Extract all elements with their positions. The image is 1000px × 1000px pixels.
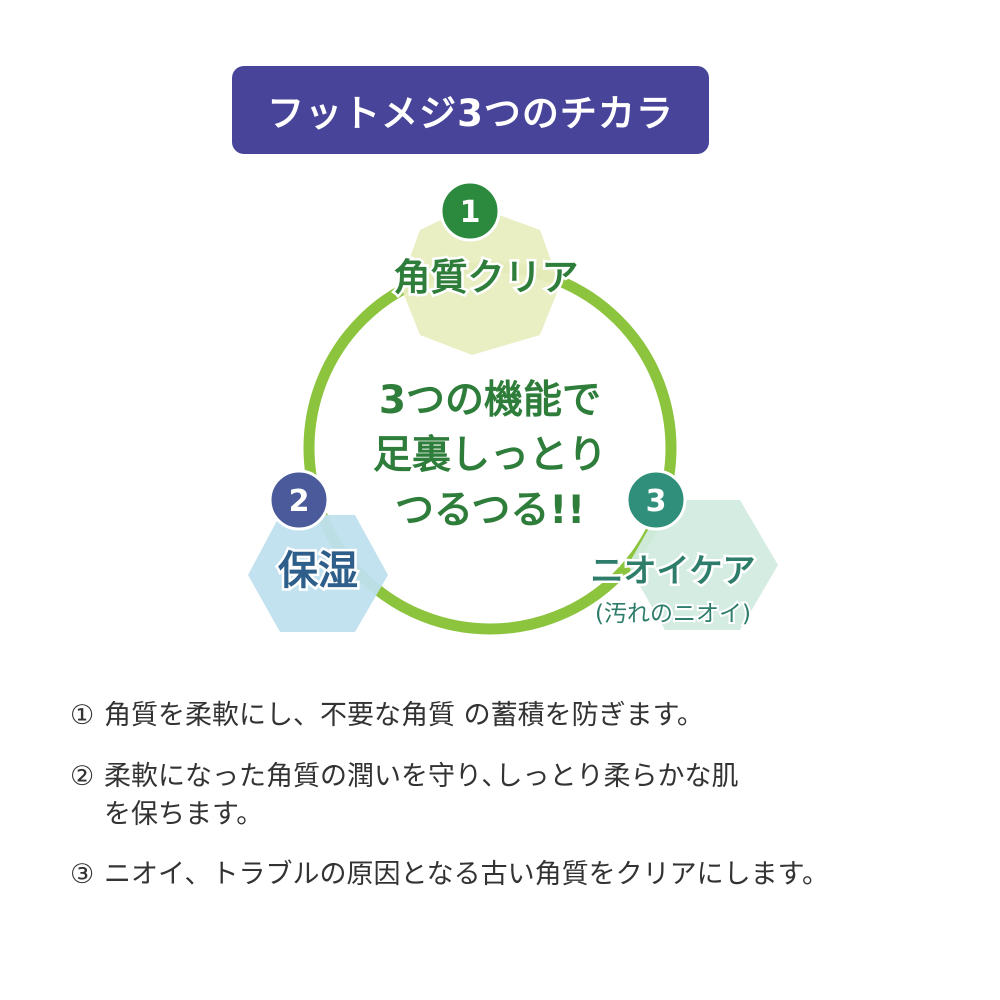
- badge-1: [439, 180, 501, 242]
- description-3-marker: ③: [70, 859, 95, 890]
- center-line-2: 足裏しっとり: [373, 433, 607, 478]
- badge-2: [268, 469, 330, 531]
- badge-2-number: 2: [289, 484, 310, 519]
- center-line-3: つるつる!!: [395, 488, 585, 533]
- center-line-1: 3つの機能で: [379, 378, 601, 423]
- description-2-text: 柔軟になった角質の潤いを守り､しっとり柔らかな肌: [104, 761, 739, 792]
- description-2-continuation: を保ちます。: [104, 799, 264, 830]
- node-3-label: ニオイケア: [591, 551, 756, 590]
- description-3: ③ ニオイ、トラブルの原因となる古い角質をクリアにします。: [70, 856, 970, 894]
- function-diagram: 1 2 3 角質クリア 保湿 ニオイケア (汚れのニオイ) 3つの機能で 足裏し…: [248, 180, 778, 635]
- badge-3-number: 3: [646, 484, 667, 519]
- description-1: ① 角質を柔軟にし、不要な角質 の蓄積を防ぎます。: [70, 697, 970, 735]
- badge-1-number: 1: [460, 195, 481, 230]
- description-2: ② 柔軟になった角質の潤いを守り､しっとり柔らかな肌 を保ちます。: [70, 758, 970, 834]
- description-1-text: 角質を柔軟にし、不要な角質 の蓄積を防ぎます。: [104, 700, 704, 731]
- node-3-sublabel: (汚れのニオイ): [595, 601, 751, 627]
- node-2-label: 保湿: [278, 548, 358, 594]
- node-1-label: 角質クリア: [394, 256, 579, 299]
- badge-3: [625, 469, 687, 531]
- title-text: フットメジ3つのチカラ: [267, 92, 674, 135]
- hexagon-node-2: [248, 515, 388, 632]
- title-banner: フットメジ3つのチカラ: [232, 66, 709, 154]
- description-3-text: ニオイ、トラブルの原因となる古い角質をクリアにします。: [104, 859, 829, 890]
- description-1-marker: ①: [70, 700, 95, 731]
- hexagon-node-3: [628, 500, 778, 630]
- description-2-marker: ②: [70, 761, 95, 792]
- hexagon-node-1: [400, 205, 560, 355]
